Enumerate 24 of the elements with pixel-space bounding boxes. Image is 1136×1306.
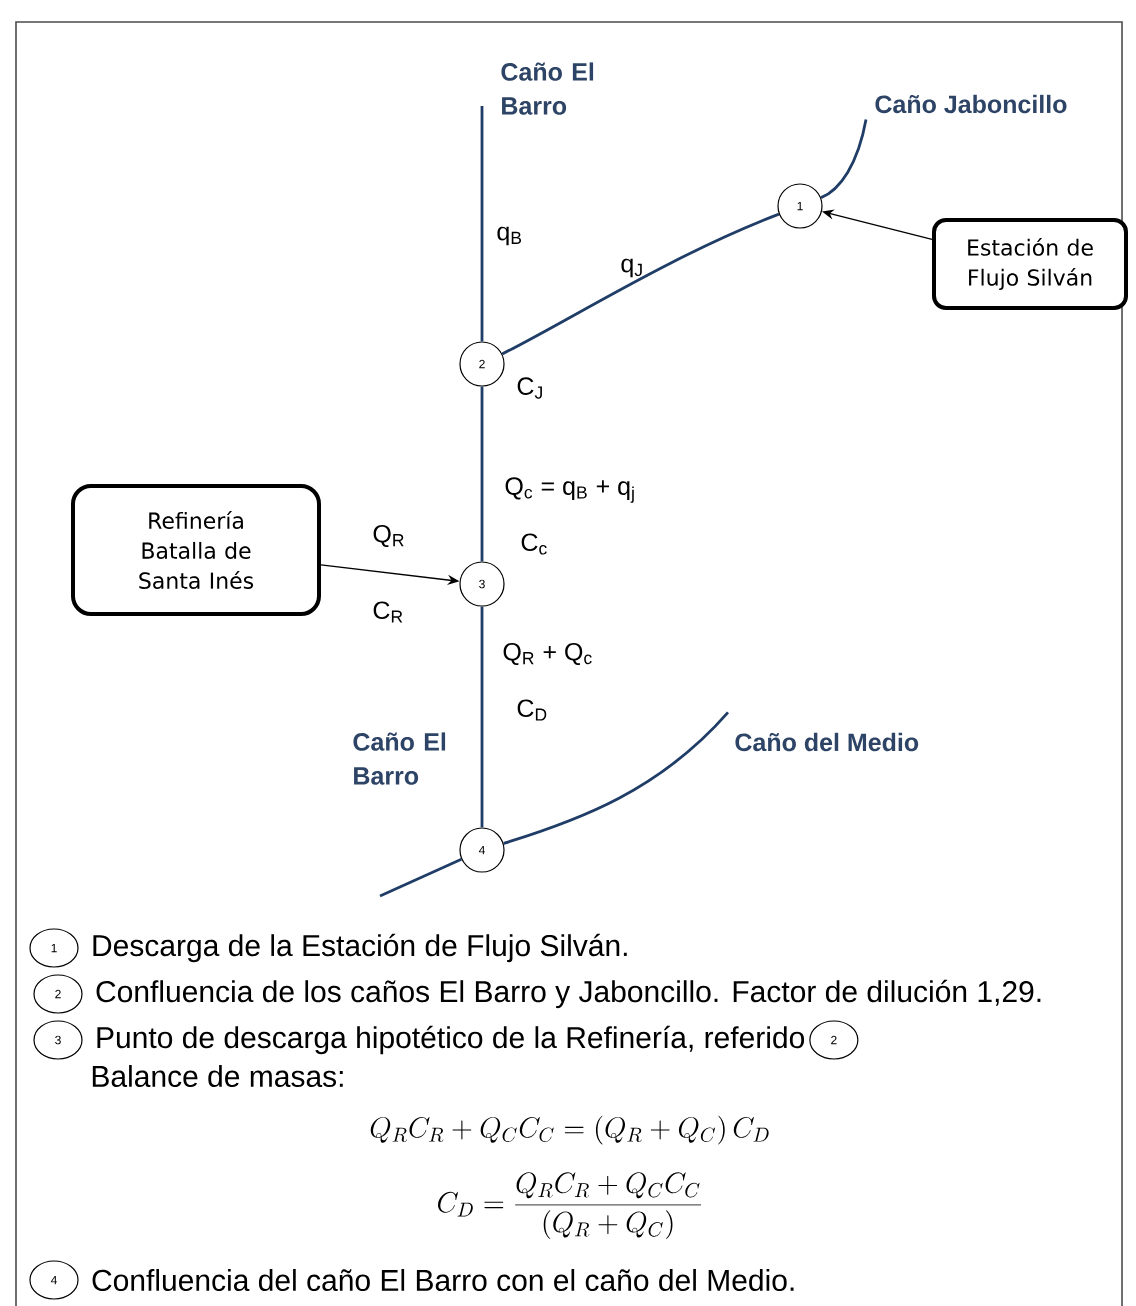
flow-label: q$_{J}$ (621, 258, 642, 278)
flow-label: C$_{J}$ (517, 377, 542, 399)
river-line (480, 386, 484, 562)
river-line (501, 212, 780, 356)
description-text: Punto de descarga hipotético de la Refinería, referido (97, 1025, 805, 1055)
description-text: Confluencia del caño El Barro con el caño del Medio. (92, 1269, 794, 1291)
flow-label: C$_{D}$ (517, 699, 547, 721)
source-box: Refinería Batalla de Santa Inés (71, 484, 321, 616)
flow-label: Q$_{R}$ (373, 524, 404, 548)
description-text: Confluencia de los caños El Barro y Jaboncillo. Factor de dilución 1,29. (96, 979, 1041, 1009)
description-text: Descarga de la Estación de Flujo Silván. (93, 933, 627, 963)
river-line (480, 606, 484, 828)
source-box: Estación de Flujo Silván (932, 218, 1128, 310)
river-line (820, 119, 868, 199)
river-line (480, 106, 484, 342)
flow-label: Q$_{c}$ = q$_{B}$ + q$_{j}$ (505, 477, 634, 503)
flow-label: Q$_{R}$ + Q$_{c}$ (503, 642, 592, 666)
flow-label: C$_{R}$ (373, 601, 403, 623)
river-line (379, 858, 462, 898)
river-line (503, 711, 730, 845)
river-name: Caño Jaboncillo (875, 94, 1067, 114)
river-name: Caño del Medio (735, 732, 919, 752)
formula: $C_D = \frac{Q_R C_R + Q_C C_C}{(Q_R + Q_C)}$ (438, 1172, 702, 1240)
river-name: Caño El Barro (501, 62, 594, 115)
